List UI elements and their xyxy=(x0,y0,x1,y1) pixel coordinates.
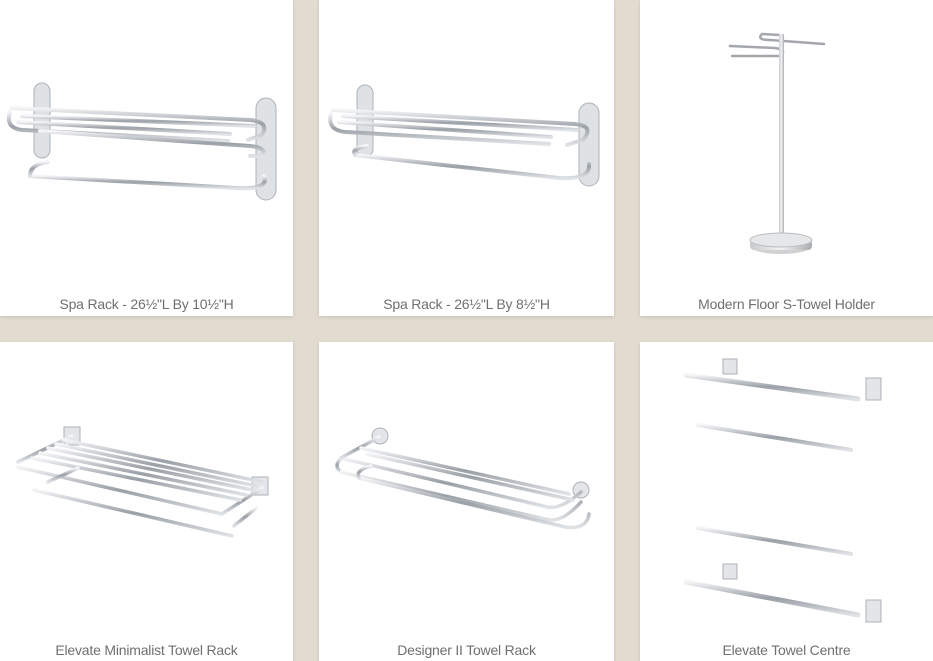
product-title[interactable]: Spa Rack - 26½"L By 8½"H xyxy=(383,296,550,312)
product-card-floor-s-towel-holder[interactable]: Modern Floor S-Towel Holder xyxy=(640,0,933,316)
product-image[interactable] xyxy=(319,342,614,632)
towel-shelf-icon xyxy=(16,426,269,540)
product-title[interactable]: Modern Floor S-Towel Holder xyxy=(698,296,875,312)
product-card-spa-rack-8-5[interactable]: Spa Rack - 26½"L By 8½"H xyxy=(319,0,614,316)
product-title[interactable]: Spa Rack - 26½"L By 10½"H xyxy=(59,296,234,312)
product-title[interactable]: Elevate Towel Centre xyxy=(722,642,851,658)
towel-ladder-icon xyxy=(683,358,882,623)
product-image[interactable] xyxy=(0,0,293,290)
product-image[interactable] xyxy=(640,342,933,632)
towel-rack-icon xyxy=(6,82,277,201)
product-card-designer-ii-towel-rack[interactable]: Designer II Towel Rack xyxy=(319,342,614,661)
product-card-elevate-towel-centre[interactable]: Elevate Towel Centre xyxy=(640,342,933,661)
product-card-elevate-minimalist-towel-rack[interactable]: Elevate Minimalist Towel Rack xyxy=(0,342,293,661)
product-title[interactable]: Elevate Minimalist Towel Rack xyxy=(55,642,238,658)
product-image[interactable] xyxy=(640,0,933,290)
towel-shelf-icon xyxy=(335,427,591,530)
product-title[interactable]: Designer II Towel Rack xyxy=(397,642,536,658)
product-image[interactable] xyxy=(0,342,293,632)
towel-rack-icon xyxy=(328,84,600,187)
floor-towel-stand-icon xyxy=(728,32,826,254)
product-card-spa-rack-10-5[interactable]: Spa Rack - 26½"L By 10½"H xyxy=(0,0,293,316)
product-image[interactable] xyxy=(319,0,614,290)
